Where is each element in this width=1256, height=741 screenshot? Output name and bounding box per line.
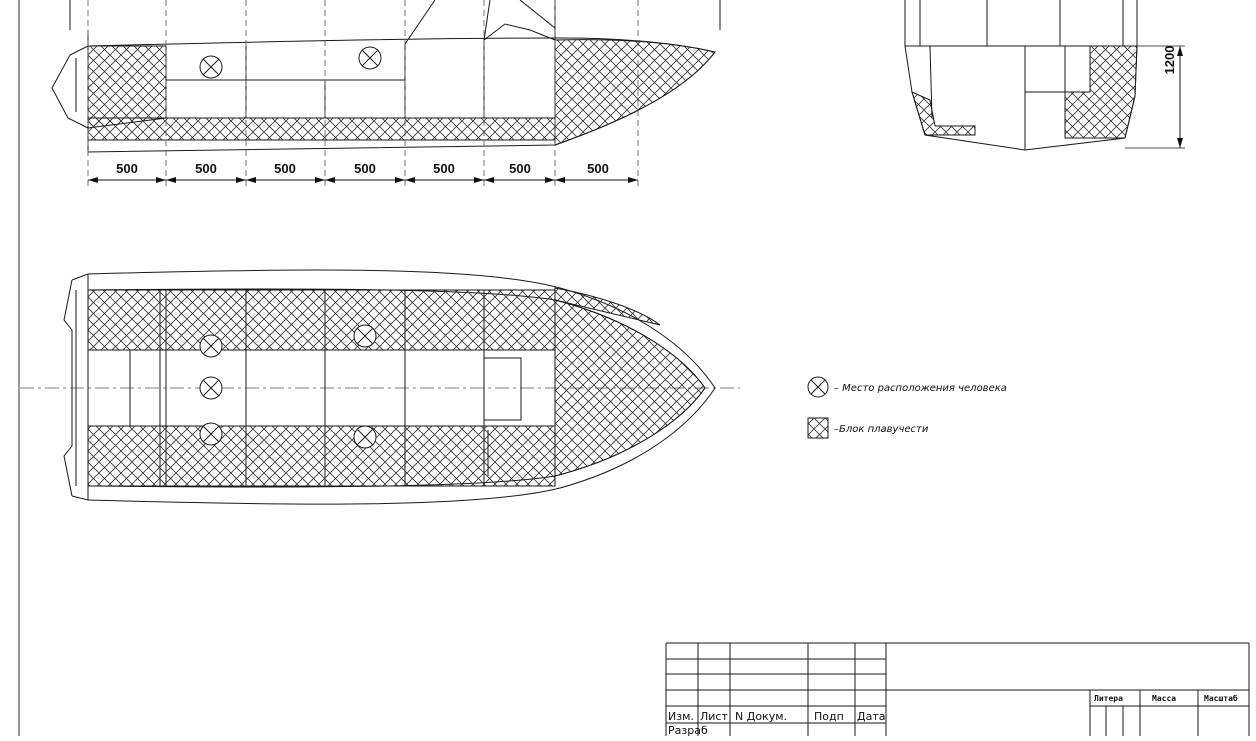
tb-data: Дата — [857, 710, 885, 723]
flotation-block-icon — [807, 417, 829, 439]
title-block — [665, 642, 1250, 736]
dim-label-6: 500 — [509, 161, 531, 176]
tb-razrab: Разраб — [668, 724, 708, 736]
person-position-icon — [807, 376, 829, 398]
dim-label-4: 500 — [354, 161, 376, 176]
tb-litera: Литера — [1094, 694, 1123, 703]
tb-masshtab: Масштаб — [1204, 693, 1238, 703]
station-lines — [87, 0, 639, 186]
dim-label-5: 500 — [433, 161, 455, 176]
side-flotation-blocks — [87, 39, 716, 146]
side-person-markers — [199, 46, 382, 79]
tb-doc: N Докум. — [735, 710, 787, 723]
title-block-text: Изм. Лист N Докум. Подп Дата Разраб Лите… — [668, 693, 1238, 737]
dim-label-3: 500 — [274, 161, 296, 176]
dim-label-2: 500 — [195, 161, 217, 176]
tb-podp: Подп — [814, 710, 844, 723]
dim-label-7: 500 — [587, 161, 609, 176]
legend: – Место расположения человека –Блок плав… — [807, 376, 1007, 439]
legend-float-label: –Блок плавучести — [834, 424, 929, 435]
tb-list: Лист — [700, 710, 728, 723]
tb-massa: Масса — [1152, 694, 1176, 703]
front-height-dimension: 1200 — [1162, 46, 1177, 75]
legend-person-label: – Место расположения человека — [834, 383, 1007, 394]
tb-izm: Изм. — [668, 710, 694, 723]
plan-flotation-blocks — [87, 287, 706, 487]
dim-label-1: 500 — [116, 161, 138, 176]
side-dimension-labels: 500 500 500 500 500 500 500 — [116, 161, 609, 176]
plan-person-markers — [199, 324, 377, 449]
front-flotation-blocks — [911, 45, 1138, 139]
